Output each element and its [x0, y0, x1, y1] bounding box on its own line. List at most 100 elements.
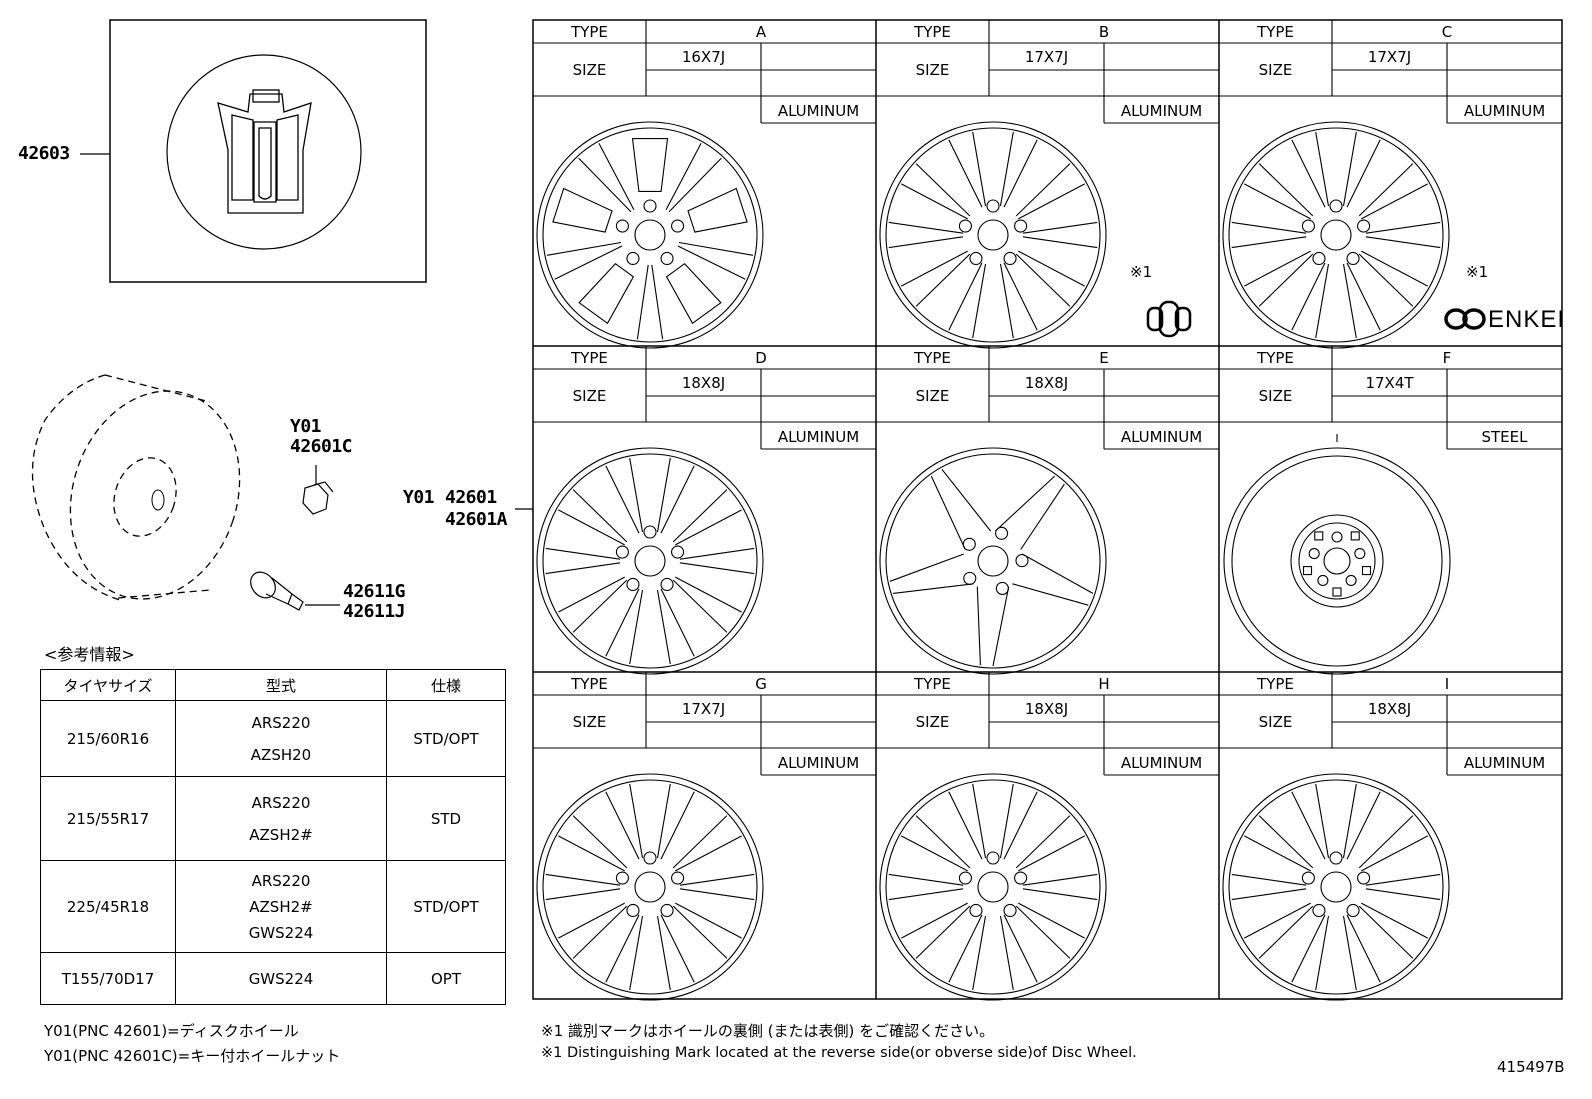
- wheel-i-icon: [1222, 773, 1450, 1001]
- wheel-size: 18X8J: [1024, 374, 1069, 392]
- wheel-material: STEEL: [1481, 428, 1528, 446]
- wheel-size: 18X8J: [1024, 700, 1069, 718]
- model-code: GWS224: [248, 923, 314, 942]
- wheel-grid: [532, 19, 1563, 1000]
- wheel-material: ALUMINUM: [1120, 428, 1203, 446]
- header-tire-size: タイヤサイズ: [40, 669, 176, 701]
- model-code: AZSH2#: [249, 825, 313, 844]
- header-spec: 仕様: [386, 669, 506, 701]
- wheel-type-h: H: [1098, 675, 1110, 693]
- wheel-h-icon: [879, 773, 1107, 1001]
- mark-note-b: ※1: [1130, 263, 1153, 281]
- wheel-material: ALUMINUM: [1463, 754, 1546, 772]
- tire-size-cell: 225/45R18: [40, 860, 176, 953]
- wheel-b-icon: [879, 121, 1107, 349]
- model-cell: GWS224: [175, 952, 387, 1005]
- type-label: TYPE: [914, 675, 951, 693]
- model-code: AZSH20: [250, 745, 312, 764]
- enkei-brand: ENKEI: [1488, 306, 1566, 333]
- wheel-size: 17X7J: [681, 700, 726, 718]
- tire-size-cell: T155/70D17: [40, 952, 176, 1005]
- type-label: TYPE: [914, 349, 951, 367]
- wheel-g-icon: [536, 773, 764, 1001]
- size-label: SIZE: [915, 61, 950, 79]
- note-mark-en: ※1 Distinguishing Mark located at the re…: [541, 1045, 1137, 1061]
- lug-nut-icon: [302, 481, 334, 515]
- wheel-type-e: E: [1099, 349, 1109, 367]
- model-code: ARS220: [251, 871, 311, 890]
- wheel-f-icon: [1223, 434, 1451, 675]
- wheel-material: ALUMINUM: [1120, 754, 1203, 772]
- size-label: SIZE: [1258, 387, 1293, 405]
- size-label: SIZE: [915, 387, 950, 405]
- wheel-size: 17X7J: [1024, 48, 1069, 66]
- header-model: 型式: [175, 669, 387, 701]
- model-code: AZSH2#: [249, 897, 313, 916]
- emblem-icon: [217, 89, 312, 214]
- note-mark-jp: ※1 識別マークはホイールの裏側 (または表側) をご確認ください。: [541, 1022, 995, 1040]
- wheel-type-a: A: [755, 23, 767, 41]
- wheel-type-i: I: [1444, 675, 1450, 693]
- wheel-size: 16X7J: [681, 48, 726, 66]
- wheel-d-icon: [536, 447, 764, 675]
- part-number-lug-nut: 42601C: [290, 436, 353, 457]
- part-number-center-cap: 42603: [18, 143, 70, 164]
- wheel-size: 17X4T: [1365, 374, 1414, 392]
- type-label: TYPE: [571, 675, 608, 693]
- wheel-type-f: F: [1442, 349, 1452, 367]
- type-label: TYPE: [1257, 675, 1294, 693]
- wheel-type-g: G: [755, 675, 767, 693]
- part-number-valve-1: 42611G: [343, 581, 406, 602]
- spec-cell: STD/OPT: [386, 700, 506, 777]
- type-label: TYPE: [1257, 23, 1294, 41]
- size-label: SIZE: [572, 61, 607, 79]
- center-cap-box: [109, 19, 427, 283]
- part-y01-wheel: Y01: [403, 487, 435, 508]
- note-lock-nut: Y01(PNC 42601C)=キー付ホイールナット: [44, 1047, 341, 1065]
- wheel-size: 18X8J: [681, 374, 726, 392]
- part-number-wheel-1: 42601: [445, 487, 497, 508]
- size-label: SIZE: [1258, 713, 1293, 731]
- type-label: TYPE: [571, 349, 608, 367]
- model-code: ARS220: [251, 793, 311, 812]
- wheel-size: 18X8J: [1367, 700, 1412, 718]
- wheel-material: ALUMINUM: [777, 428, 860, 446]
- enkei-logo-icon: [1444, 308, 1486, 330]
- part-y01-nut: Y01: [290, 416, 322, 437]
- type-label: TYPE: [914, 23, 951, 41]
- tire-size-cell: 215/55R17: [40, 776, 176, 861]
- valve-stem-icon: [250, 571, 304, 611]
- size-label: SIZE: [572, 713, 607, 731]
- part-number-wheel-2: 42601A: [445, 509, 508, 530]
- spec-cell: STD/OPT: [386, 860, 506, 953]
- wheel-type-b: B: [1098, 23, 1110, 41]
- tire-size-cell: 215/60R16: [40, 700, 176, 777]
- wheel-e-icon: [879, 447, 1107, 675]
- spec-cell: STD: [386, 776, 506, 861]
- note-disc-wheel: Y01(PNC 42601)=ディスクホイール: [44, 1022, 299, 1040]
- spec-cell: OPT: [386, 952, 506, 1005]
- wheel-material: ALUMINUM: [777, 102, 860, 120]
- center-cap-icon: [166, 54, 362, 250]
- type-label: TYPE: [1257, 349, 1294, 367]
- wheel-material: ALUMINUM: [1120, 102, 1203, 120]
- wheel-type-c: C: [1441, 23, 1453, 41]
- wheel-material: ALUMINUM: [777, 754, 860, 772]
- part-number-valve-2: 42611J: [343, 601, 406, 622]
- reference-title: <参考情報>: [44, 645, 135, 664]
- mark-note-c: ※1: [1466, 263, 1489, 281]
- wheel-a-icon: [536, 121, 764, 349]
- size-label: SIZE: [572, 387, 607, 405]
- type-label: TYPE: [571, 23, 608, 41]
- size-label: SIZE: [915, 713, 950, 731]
- diagram-code: 415497B: [1497, 1058, 1565, 1076]
